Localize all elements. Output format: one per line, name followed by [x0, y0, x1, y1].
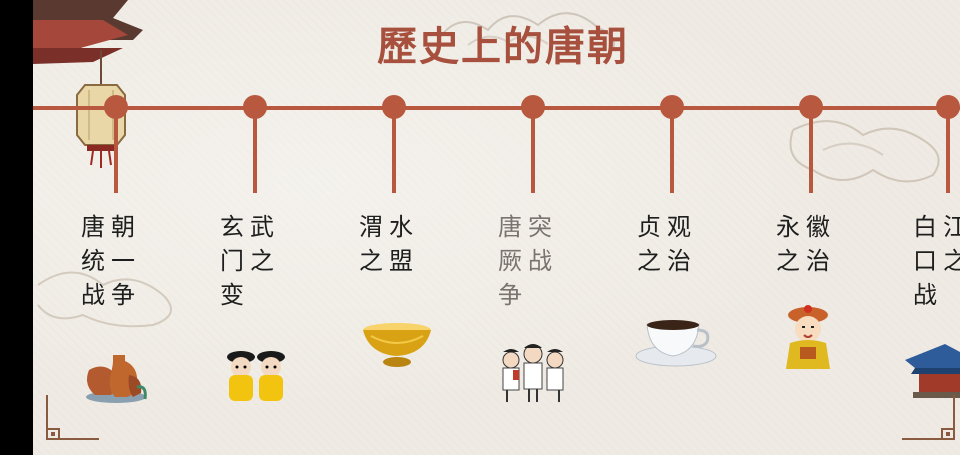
timeline-node — [521, 95, 545, 195]
timeline-node — [660, 95, 684, 195]
pavilion-icon — [905, 344, 960, 398]
timeline-line — [33, 106, 960, 110]
event-label: 永徽之治 — [776, 213, 836, 275]
corner-ornament-bottom-left — [46, 395, 99, 440]
cloud-decoration-right — [789, 120, 940, 183]
pottery-vases-icon — [86, 355, 147, 403]
qing-figures-icon — [227, 351, 285, 401]
timeline-node — [243, 95, 267, 195]
children-group-icon — [502, 344, 564, 402]
timeline-node — [104, 95, 128, 195]
cloud-decoration-left — [37, 271, 172, 328]
event-label: 唐突厥战争 — [498, 213, 558, 309]
coffee-cup-icon — [635, 320, 717, 367]
timeline-node — [382, 95, 406, 195]
gold-bowl-icon — [363, 323, 431, 367]
corner-ornament-bottom-right — [902, 395, 955, 440]
event-label: 渭水之盟 — [359, 213, 419, 275]
timeline-node — [936, 95, 960, 195]
page-title: 歷史上的唐朝 — [377, 23, 629, 70]
event-label: 白江口之战 — [913, 213, 960, 309]
timeline-node — [799, 95, 823, 195]
official-figure-icon — [786, 305, 830, 369]
event-label: 唐朝统一战争 — [81, 213, 141, 309]
cloud-decoration-top — [437, 12, 615, 51]
roof-lantern-icon — [33, 0, 143, 168]
slide-canvas: 歷史上的唐朝 唐朝统一战争 玄武门之变 渭水之盟 唐突厥战争 贞观之治 永徽之治… — [33, 0, 960, 455]
event-label: 玄武门之变 — [220, 213, 280, 309]
event-label: 贞观之治 — [637, 213, 697, 275]
